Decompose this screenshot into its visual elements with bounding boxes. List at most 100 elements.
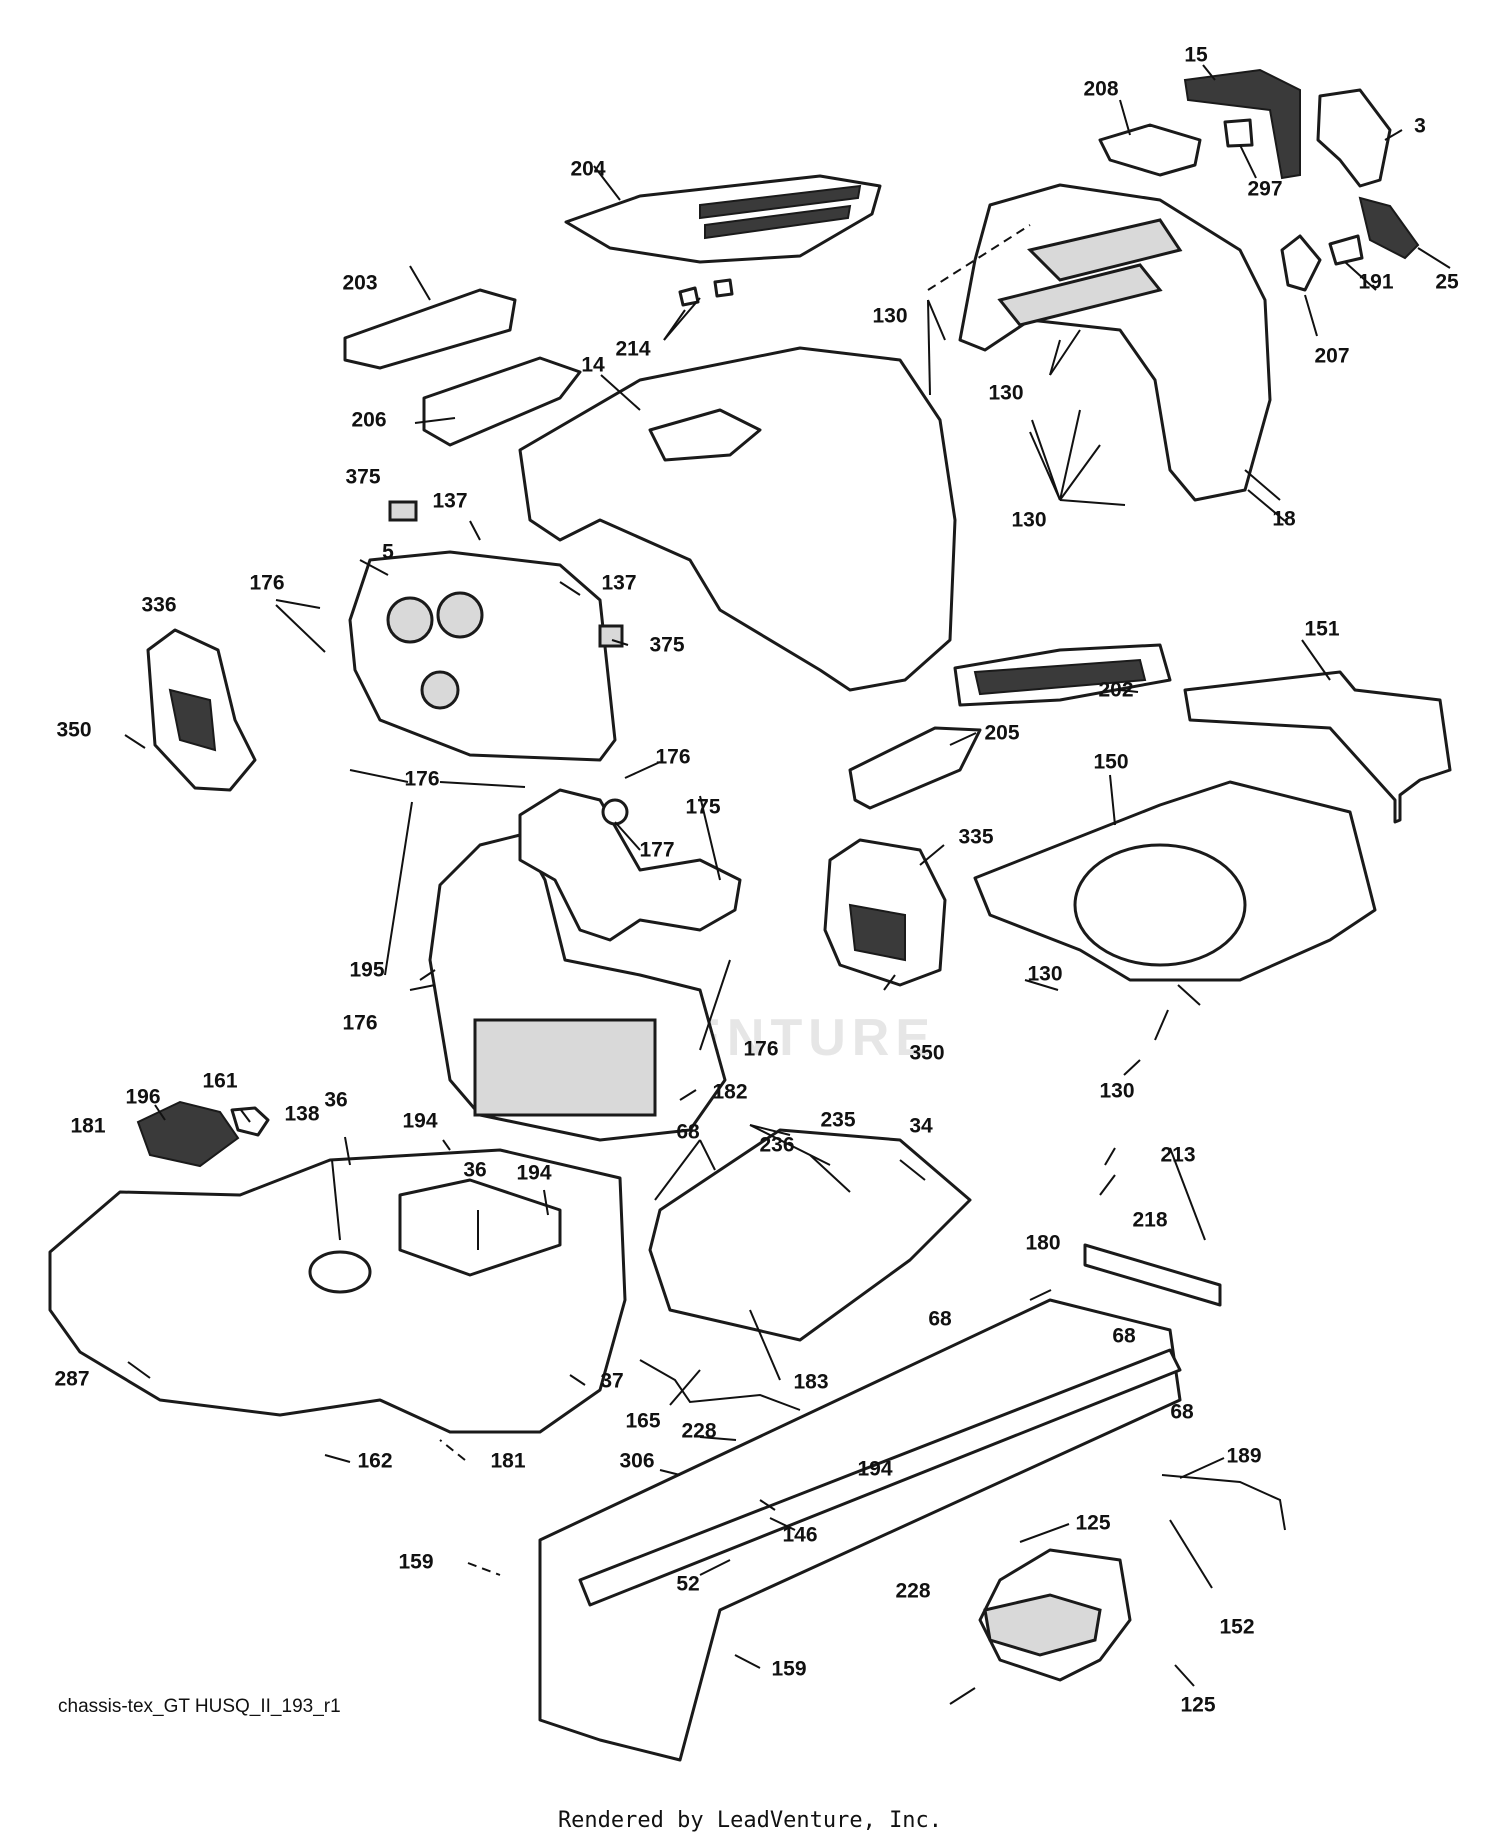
callout-214: 214 [615,338,650,361]
part-console-window [473,1018,657,1117]
callout-138: 138 [284,1103,319,1126]
callout-235: 235 [820,1109,855,1132]
callout-14: 14 [581,354,605,377]
part-hood-body [518,346,957,692]
callout-34: 34 [909,1115,933,1138]
part-headlight-trim [1358,196,1420,260]
part-seat-pan [983,1593,1102,1657]
callout-182: 182 [712,1081,747,1104]
part-deck-opening [398,1178,562,1277]
callout-350-b: 350 [909,1042,944,1065]
callout-218: 218 [1132,1209,1167,1232]
part-side-panel-right-mesh [848,903,906,962]
callout-25: 25 [1435,271,1459,294]
callout-205: 205 [984,722,1019,745]
callout-130-c: 130 [1011,509,1046,532]
footer-credit: Rendered by LeadVenture, Inc. [557,1808,943,1833]
callout-36-b: 36 [463,1159,486,1182]
callout-68-d: 68 [1170,1401,1194,1424]
part-bulb-socket [1223,118,1254,148]
part-mounting-plate [648,1128,972,1342]
callout-189-a: 125 [1075,1512,1110,1535]
part-headlight-housing [1098,123,1202,177]
part-clip [1328,234,1364,266]
callout-18: 18 [1272,508,1296,531]
part-bumper-pad-1 [388,500,418,522]
callout-183: 183 [793,1371,828,1394]
callout-202: 202 [1098,679,1133,702]
callout-125: 52 [676,1573,699,1596]
callout-176-d: 176 [342,1012,377,1035]
callout-196: 196 [125,1086,160,1109]
callout-217: 189 [1226,1445,1261,1468]
callout-228-b: 228 [895,1580,930,1603]
callout-176-c: 176 [404,768,439,791]
callout-176-a: 176 [249,572,284,595]
callout-206: 206 [351,409,386,432]
callout-180: 180 [1025,1232,1060,1255]
part-shift-plate [136,1100,240,1168]
callout-151: 151 [1304,618,1339,641]
callout-194-a: 194 [402,1110,437,1133]
callout-287: 287 [54,1368,89,1391]
callout-labels: 15 208 3 297 204 130 25 191 203 214 14 2… [54,44,1459,1717]
part-hood-clip-2 [713,278,734,298]
part-side-panel-left-mesh [168,688,217,752]
callout-130-a: 130 [872,305,907,328]
callout-68-c: 68 [1112,1325,1136,1348]
part-side-grille-left [343,288,517,370]
callout-306: 306 [619,1450,654,1473]
part-headlight-socket [1280,234,1322,292]
part-rear-rod [1161,1474,1286,1531]
part-hood-stripes [699,184,862,240]
callout-137-b: 137 [601,572,636,595]
part-side-grille-right [848,726,982,810]
part-hood-opening [648,408,762,462]
callout-130-b: 130 [988,382,1023,405]
part-fuel-neck [308,1250,372,1294]
part-dash-gauge-2 [436,591,484,639]
callout-228-a: 228 [681,1420,716,1443]
callout-130-d: 130 [1027,963,1062,986]
part-vent-insert [422,356,582,447]
callout-350-a: 350 [56,719,91,742]
callout-146: 146 [782,1524,817,1547]
callout-336: 336 [141,594,176,617]
callout-52: 152 [1219,1616,1254,1639]
callout-68-b: 68 [928,1308,952,1331]
part-headlight-lens [1183,68,1301,180]
callout-130-e: 130 [1099,1080,1134,1103]
callout-15: 15 [1184,44,1208,67]
part-center-grille-mesh [973,658,1147,696]
part-bumper-mesh [997,218,1183,327]
callout-181-b: 181 [490,1450,525,1473]
callout-207: 207 [1314,345,1349,368]
callout-335: 335 [958,826,993,849]
callout-176-e: 176 [743,1038,778,1061]
part-headlight-bracket [1316,88,1392,188]
callout-150: 150 [1093,751,1128,774]
callout-37: 37 [600,1370,623,1393]
leader-lines [124,64,1451,1705]
part-dash-gauge-3 [420,670,460,710]
callout-375-b: 375 [649,634,684,657]
callout-159-a: 159 [398,1551,433,1574]
part-support-bracket [1183,670,1452,824]
callout-194-c: 194 [857,1458,892,1481]
callout-181-a: 181 [70,1115,105,1138]
part-rear-bracket [1083,1243,1222,1307]
callout-3: 3 [1414,115,1426,138]
callout-204: 204 [570,158,605,181]
callout-36-a: 36 [324,1089,347,1112]
part-bushing [601,798,629,826]
callout-375-a: 375 [345,466,380,489]
callout-297: 297 [1247,178,1282,201]
callout-195: 195 [349,959,384,982]
part-front-bumper [958,183,1272,502]
callout-159-b: 159 [771,1658,806,1681]
part-dash-panel [348,550,617,762]
callout-177: 177 [639,839,674,862]
callout-5: 5 [382,541,394,564]
callout-137-a: 137 [432,490,467,513]
callout-175: 175 [685,796,720,819]
